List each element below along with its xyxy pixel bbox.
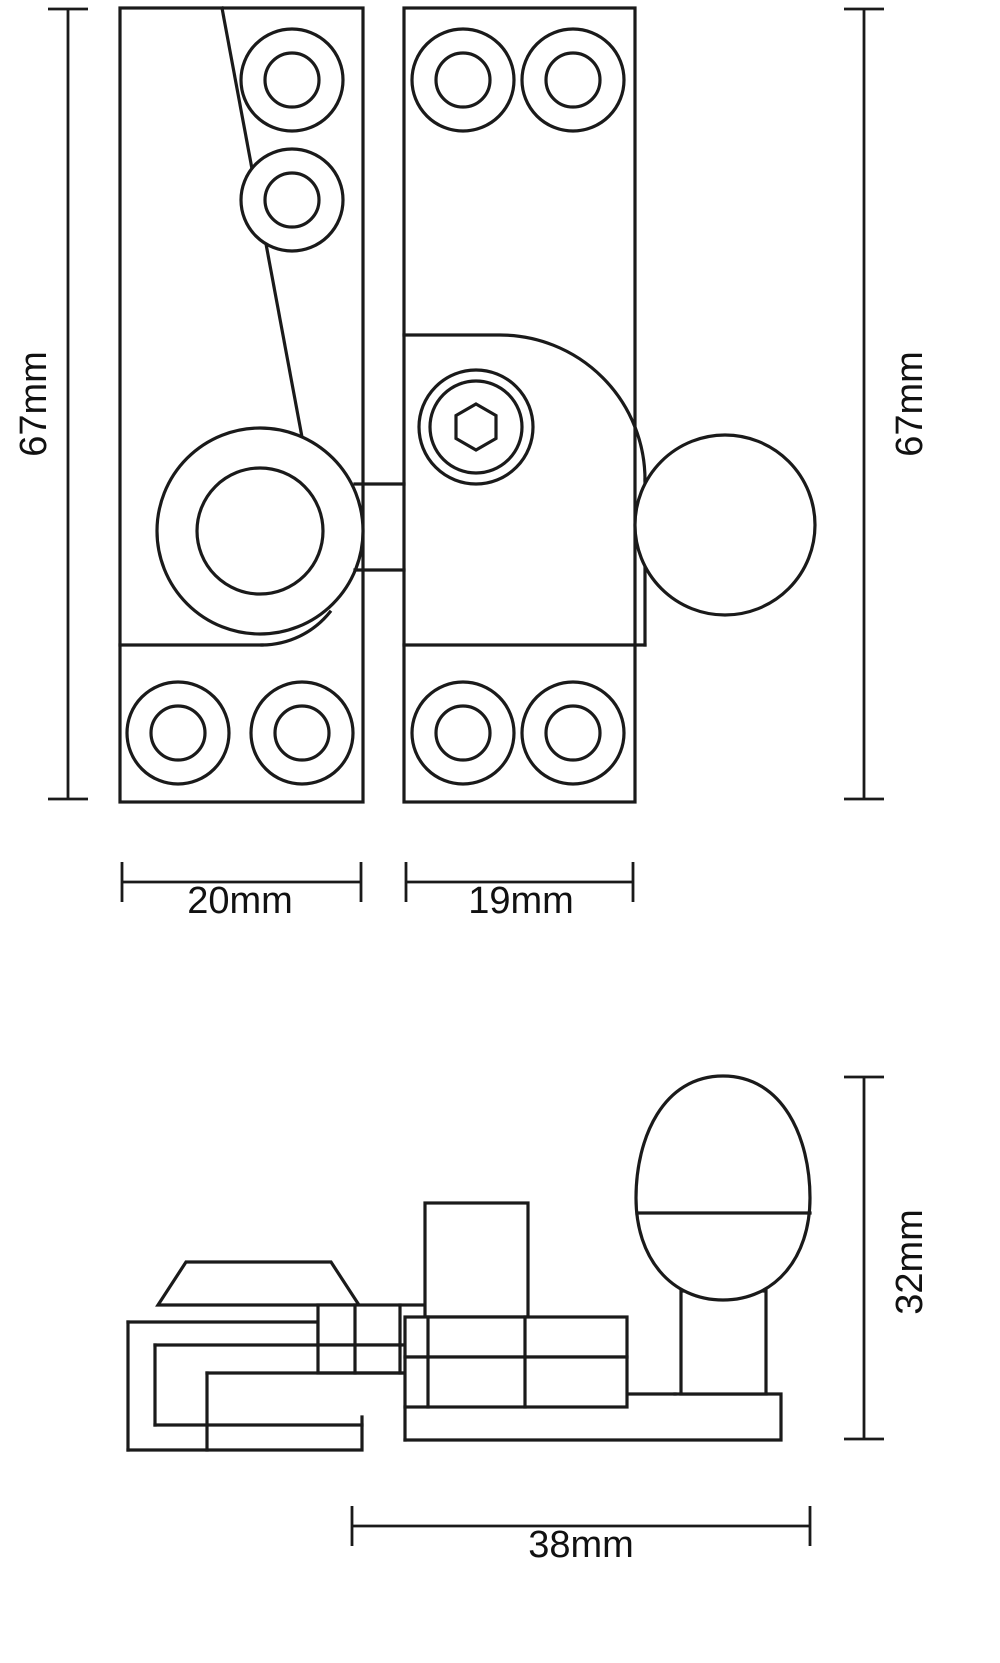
screw-hole [249,680,355,786]
lever-body-top-contour [402,333,647,482]
hex-socket-icon [454,402,498,452]
knob-neck [679,1289,768,1396]
front-view-group [48,6,884,902]
screw-hole [239,27,345,133]
screw-hole [410,680,516,786]
dimension-side-width [350,1506,812,1546]
dimension-right-height [844,7,884,801]
dimension-label-side-width: 38mm [528,1524,634,1566]
screw-hole [520,27,626,133]
knob-circle-profile [633,433,817,617]
rectangular-boss [423,1201,530,1319]
dimension-label-left-height: 67mm [13,351,55,457]
dimension-label-right-width: 19mm [468,880,574,922]
backplate-outer-top [126,1320,320,1347]
large-pivot-ring [155,426,365,636]
side-view-group [126,1074,884,1546]
egg-knob [634,1074,812,1302]
center-flange-upper [403,1315,629,1359]
screw-hole [520,680,626,786]
screw-hole [125,680,231,786]
backplate-outer-bottom [126,1415,364,1452]
dimension-left-height [48,7,88,801]
left-backplate-outline [118,6,365,804]
dimension-left-width [120,862,363,902]
screw-hole [410,27,516,133]
dimension-label-right-height: 67mm [889,351,931,457]
screw-hole [239,147,345,253]
trapezoid-cover [155,1260,362,1307]
dimension-label-left-width: 20mm [187,880,293,922]
left-plate-lip-arc [260,609,333,647]
center-flange-lower [403,1355,629,1409]
hex-socket-screw [417,368,535,486]
dimension-label-side-height: 32mm [889,1209,931,1315]
dimension-side-height [844,1075,884,1441]
dimension-right-width [404,862,635,902]
